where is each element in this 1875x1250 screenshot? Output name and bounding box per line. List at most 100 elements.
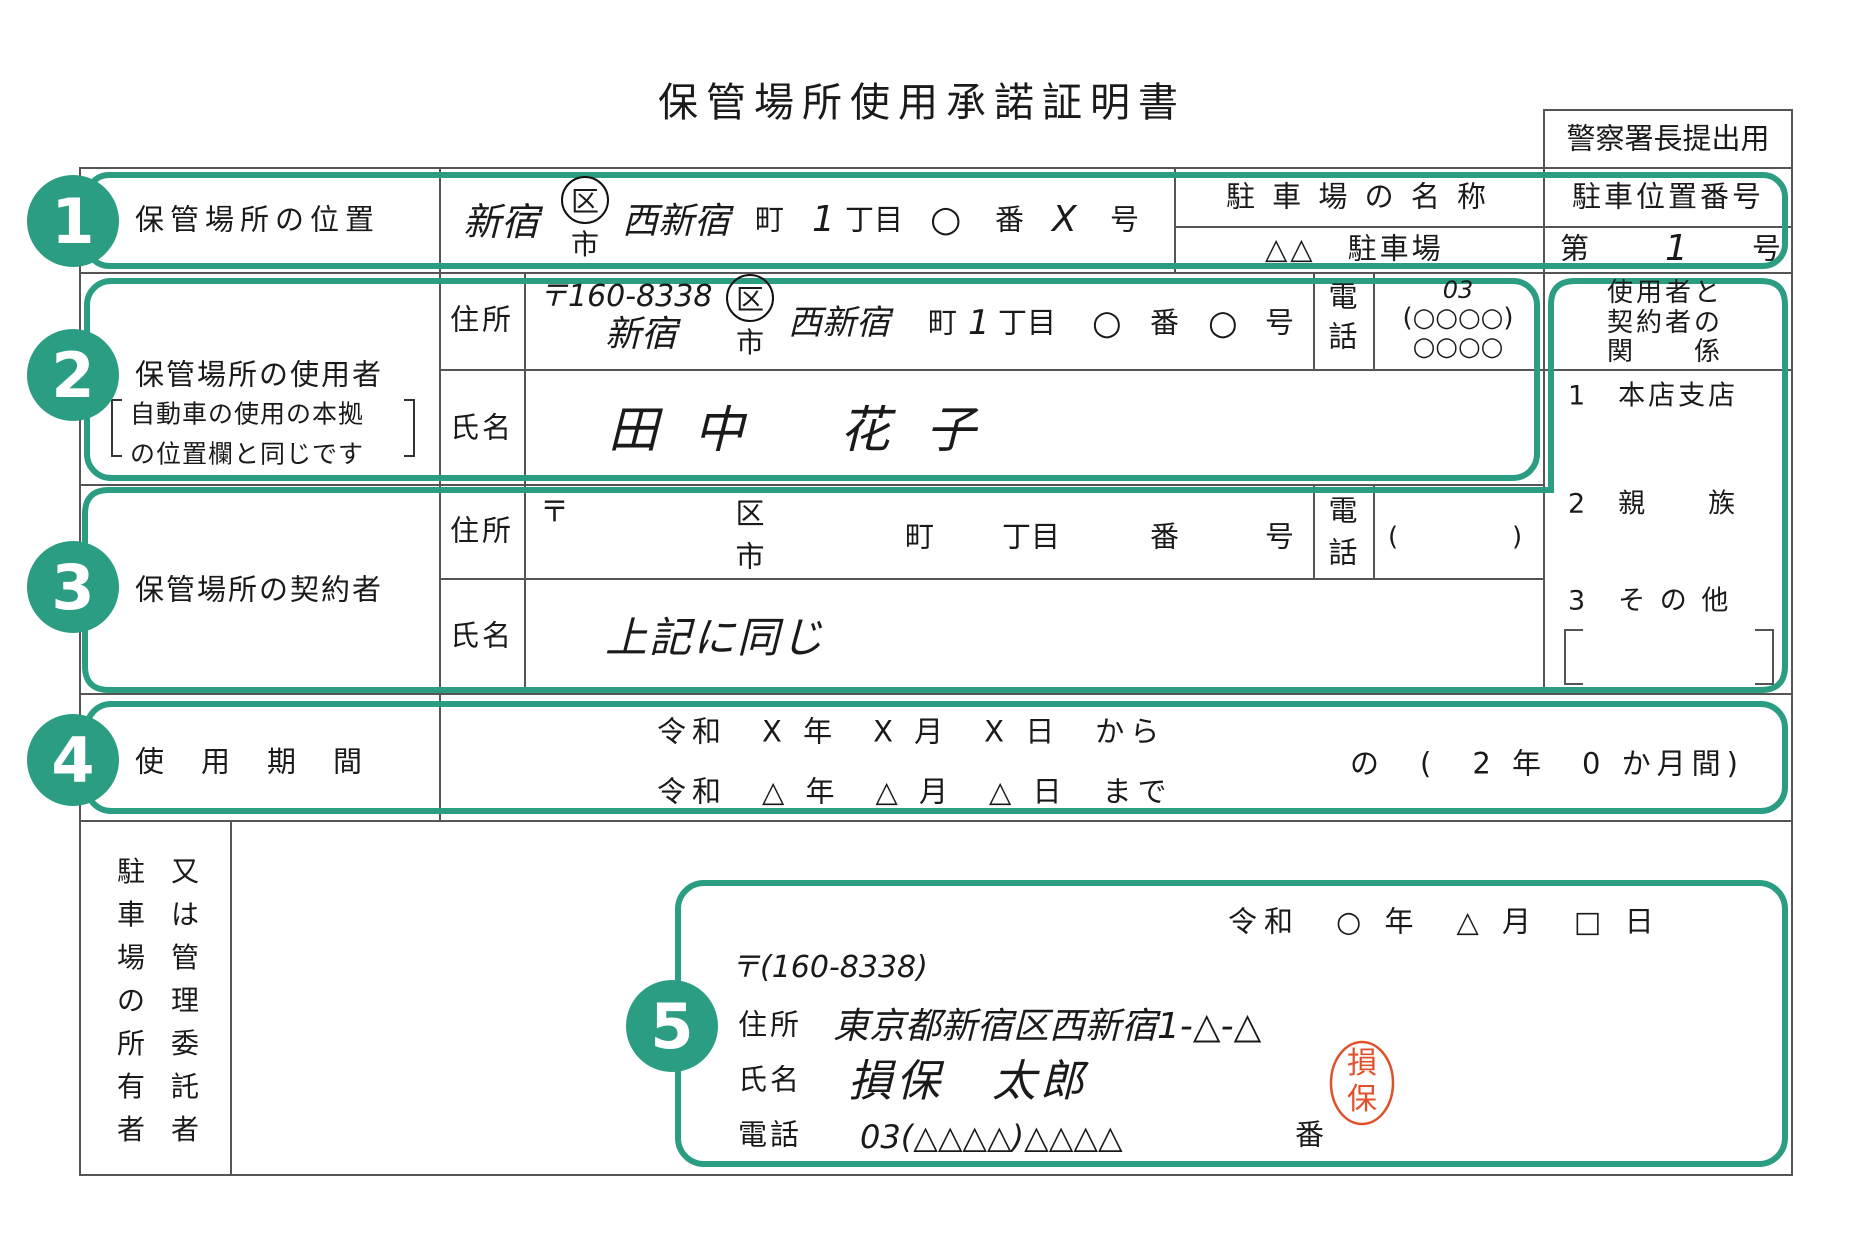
- owner-date: 令和 ○ 年 △ 月 □ 日: [1228, 904, 1661, 939]
- parking-name: △△ 駐車場: [1265, 231, 1444, 266]
- row3-phone-paren-open: (: [1388, 522, 1399, 552]
- divider: [79, 693, 1793, 695]
- row2-phone-mid: (○○○○): [1402, 303, 1514, 333]
- badge-2: 2: [27, 329, 119, 421]
- row2-name: 田 中 花 子: [608, 401, 986, 459]
- row1-ku-circled: 区: [561, 176, 609, 224]
- row1-label: 保管場所の位置: [135, 202, 381, 237]
- period-to: 令和 △ 年 △ 月 △ 日 まで: [657, 774, 1173, 809]
- row2-phone-last: ○○○○: [1412, 332, 1504, 362]
- owner-phone-suffix: 番: [1295, 1117, 1325, 1152]
- divider: [1543, 167, 1545, 693]
- row2-go-no: ○: [1208, 303, 1238, 343]
- divider: [1313, 272, 1315, 369]
- owner-address: 東京都新宿区西新宿1-△-△: [833, 1006, 1262, 1047]
- badge-3: 3: [27, 541, 119, 633]
- row3-address-label: 住所: [449, 513, 515, 548]
- owner-phone: 03(△△△△)△△△△: [860, 1118, 1123, 1156]
- row3-phone-label-2: 話: [1328, 535, 1358, 570]
- owner-char: 所: [116, 1027, 145, 1060]
- owner-label-col2: 又 は 管 理 委 託 者: [168, 850, 202, 1151]
- row3-name: 上記に同じ: [605, 613, 826, 662]
- space-suffix: 号: [1752, 231, 1782, 266]
- divider: [1174, 167, 1176, 272]
- owner-phone-label: 電話: [738, 1117, 803, 1152]
- relation-header-1: 使用者と: [1606, 278, 1724, 308]
- police-box: [1543, 109, 1793, 167]
- row2-postal: 〒160-8338: [538, 279, 713, 314]
- row3-phone-label-1: 電: [1328, 493, 1358, 528]
- divider: [1373, 272, 1375, 369]
- owner-char: 又: [170, 855, 199, 888]
- owner-label-col1: 駐 車 場 の 所 有 者: [114, 850, 148, 1151]
- row3-ku: 区: [735, 496, 765, 531]
- badge-1: 1: [27, 175, 119, 267]
- owner-char: 車: [116, 898, 145, 931]
- row3-shi: 市: [735, 539, 765, 574]
- row1-go-no: X: [1052, 199, 1077, 240]
- divider: [79, 272, 1793, 274]
- owner-name-label: 氏名: [738, 1062, 803, 1097]
- owner-char: の: [116, 984, 145, 1017]
- period-from: 令和 X 年 X 月 X 日 から: [657, 714, 1166, 749]
- other-bracket: [1564, 629, 1774, 685]
- row1-cho: 町: [755, 202, 785, 237]
- row3-cho: 町: [905, 519, 935, 554]
- owner-char: 駐: [116, 855, 145, 888]
- row3-go: 号: [1265, 519, 1295, 554]
- row2-phone-area: 03: [1442, 276, 1474, 304]
- divider: [524, 272, 526, 693]
- row1-town: 西新宿: [622, 201, 731, 242]
- owner-char: は: [170, 898, 199, 931]
- divider: [79, 484, 1543, 486]
- form-table: [79, 167, 1793, 1176]
- owner-address-label: 住所: [738, 1007, 803, 1042]
- divider: [439, 167, 441, 820]
- space-no-label: 駐車位置番号: [1571, 179, 1765, 214]
- owner-char: 管: [170, 941, 199, 974]
- row2-label: 保管場所の使用者: [135, 357, 384, 392]
- parking-name-label: 駐 車 場 の 名 称: [1225, 179, 1491, 214]
- owner-seal: 損保: [1347, 1046, 1377, 1117]
- relation-option-1[interactable]: 1 本店支店: [1568, 380, 1739, 412]
- row1-city: 新宿: [463, 200, 540, 244]
- owner-char: 者: [116, 1113, 145, 1146]
- row2-ku-circled: 区: [726, 274, 774, 322]
- seal-outline: [1329, 1040, 1395, 1126]
- divider: [1313, 484, 1315, 578]
- row2-note-line2: の位置欄と同じです: [130, 439, 365, 469]
- row3-name-label: 氏名: [449, 618, 515, 653]
- owner-char: 託: [170, 1070, 199, 1103]
- row2-name-label: 氏名: [449, 410, 515, 445]
- relation-header-3: 関 係: [1606, 337, 1724, 367]
- page-title: 保管場所使用承諾証明書: [658, 80, 1186, 126]
- relation-option-3[interactable]: 3 そ の 他: [1568, 585, 1732, 617]
- owner-postal: 〒(160-8338): [730, 950, 928, 985]
- row2-note-line1: 自動車の使用の本拠: [130, 399, 365, 429]
- note-bracket: [111, 399, 415, 457]
- space-no: 1: [1665, 228, 1688, 269]
- row2-ban-no: ○: [1092, 303, 1122, 343]
- row1-shi: 市: [570, 228, 600, 261]
- divider: [439, 369, 1793, 371]
- badge-4: 4: [27, 714, 119, 806]
- police-box-label: 警察署長提出用: [1566, 121, 1770, 156]
- relation-header-2: 契約者の: [1606, 308, 1724, 338]
- divider: [1174, 226, 1793, 228]
- divider: [79, 820, 1793, 822]
- row2-city: 新宿: [605, 314, 678, 355]
- row4-label: 使 用 期 間: [135, 744, 367, 779]
- divider: [230, 820, 232, 1176]
- row1-ban: 番: [995, 202, 1025, 237]
- row3-phone-paren-close: ): [1512, 522, 1523, 552]
- relation-option-2[interactable]: 2 親 族: [1568, 488, 1739, 520]
- row1-chome-no: 1: [812, 199, 835, 240]
- row2-cho: 町: [928, 305, 958, 340]
- row3-label: 保管場所の契約者: [135, 572, 384, 607]
- row2-phone-label-1: 電: [1328, 279, 1358, 314]
- badge-5: 5: [626, 980, 718, 1072]
- row2-town: 西新宿: [788, 303, 890, 343]
- row2-address-label: 住所: [449, 302, 515, 337]
- row2-go: 号: [1265, 305, 1295, 340]
- owner-char: 者: [170, 1113, 199, 1146]
